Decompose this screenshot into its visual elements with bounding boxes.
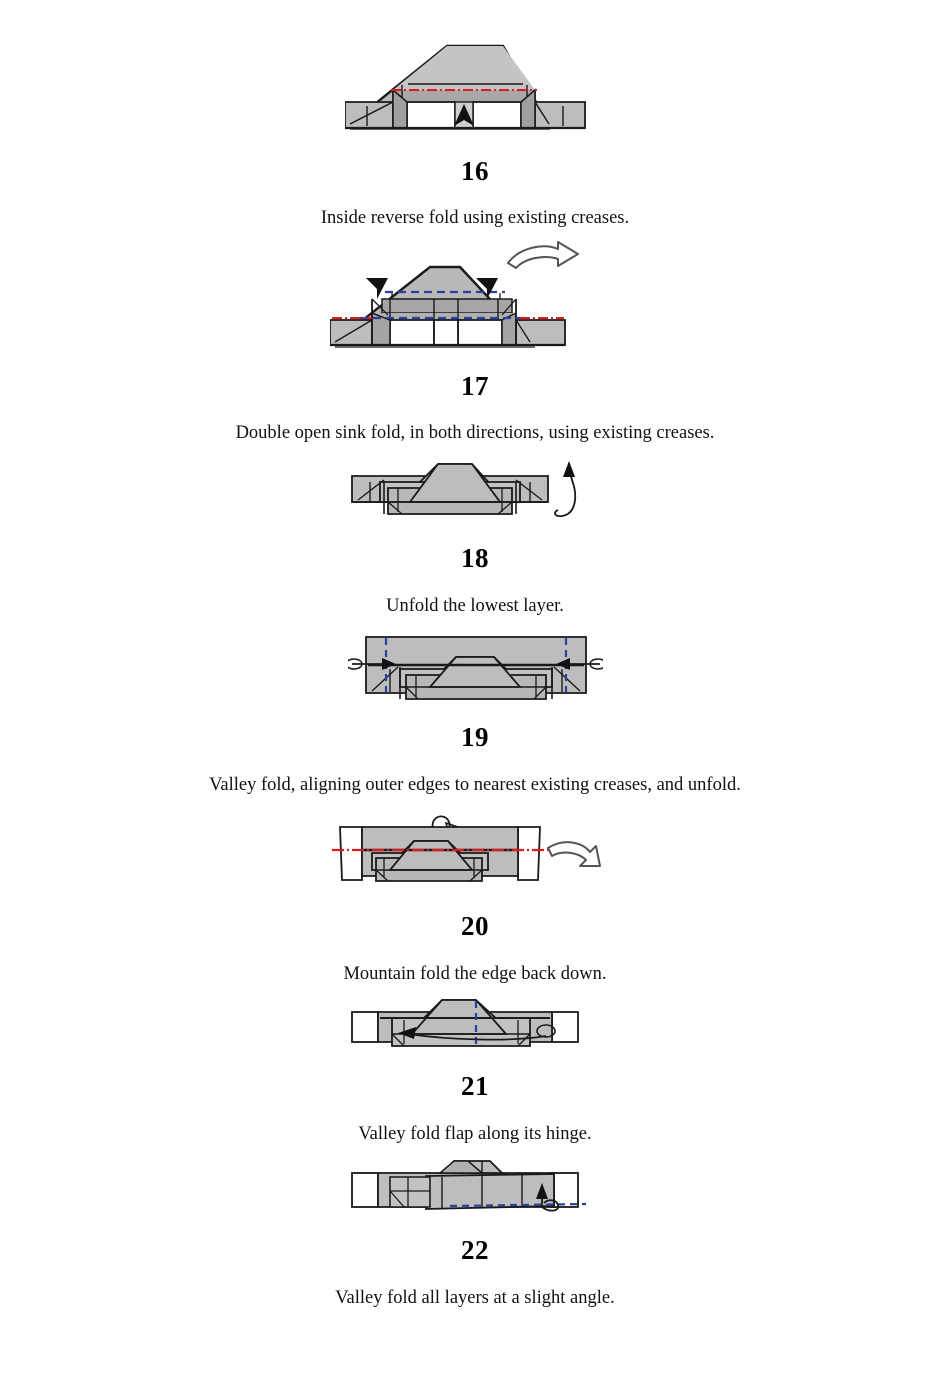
step-19: 19 Valley fold, aligning outer edges to … (0, 631, 950, 796)
step-21-number: 21 (461, 1070, 489, 1101)
step-21-diagram-wrap (0, 998, 950, 1060)
step-19-diagram-wrap (0, 631, 950, 711)
step-22-number: 22 (461, 1235, 489, 1266)
step-19-diagram (347, 635, 603, 700)
valley-fold-arrow-icon (398, 1024, 556, 1041)
step-20-caption: Mountain fold the edge back down. (343, 963, 607, 984)
step-21-caption: Valley fold flap along its hinge. (358, 1123, 592, 1144)
step-17-number: 17 (461, 371, 489, 402)
unfold-arrow-icon (554, 461, 577, 518)
step-16-diagram-wrap (0, 40, 950, 145)
step-17: 17 Double open sink fold, in both direct… (0, 237, 950, 444)
step-18-number: 18 (461, 543, 489, 574)
step-20-number: 20 (461, 910, 489, 941)
step-20-diagram (332, 815, 601, 882)
fold-unfold-arrow-left (347, 657, 396, 670)
valley-fold-arrow-icon (536, 1183, 560, 1212)
step-20: 20 Mountain fold the edge back down. (0, 808, 950, 985)
fold-direction-arrow (454, 104, 474, 126)
step-18-diagram-wrap (0, 458, 950, 538)
step-18-caption: Unfold the lowest layer. (386, 596, 564, 617)
step-17-diagram (330, 241, 579, 349)
step-16: 16 Inside reverse fold using existing cr… (0, 40, 950, 229)
step-18: 18 Unfold the lowest layer. (0, 458, 950, 617)
turn-over-arrow-icon (547, 840, 601, 867)
sink-direction-arrows (366, 278, 498, 300)
step-16-diagram (345, 44, 586, 130)
step-21: 21 Valley fold flap along its hinge. (0, 998, 950, 1145)
step-16-number: 16 (461, 156, 489, 186)
step-22-caption: Valley fold all layers at a slight angle… (335, 1288, 615, 1309)
step-22-diagram (351, 1160, 587, 1212)
step-18-diagram (351, 461, 577, 518)
step-20-diagram-wrap (0, 808, 950, 903)
instruction-page: 16 Inside reverse fold using existing cr… (0, 40, 950, 1384)
fold-unfold-arrow-right (555, 657, 603, 670)
step-21-diagram (351, 999, 579, 1047)
step-17-diagram-wrap (0, 237, 950, 367)
step-19-number: 19 (461, 721, 489, 752)
step-22: 22 Valley fold all layers at a slight an… (0, 1159, 950, 1309)
step-17-caption: Double open sink fold, in both direction… (235, 423, 715, 444)
turn-over-arrow-icon (507, 241, 579, 270)
step-22-diagram-wrap (0, 1159, 950, 1224)
step-16-caption: Inside reverse fold using existing creas… (320, 208, 630, 228)
step-19-caption: Valley fold, aligning outer edges to nea… (209, 774, 741, 795)
